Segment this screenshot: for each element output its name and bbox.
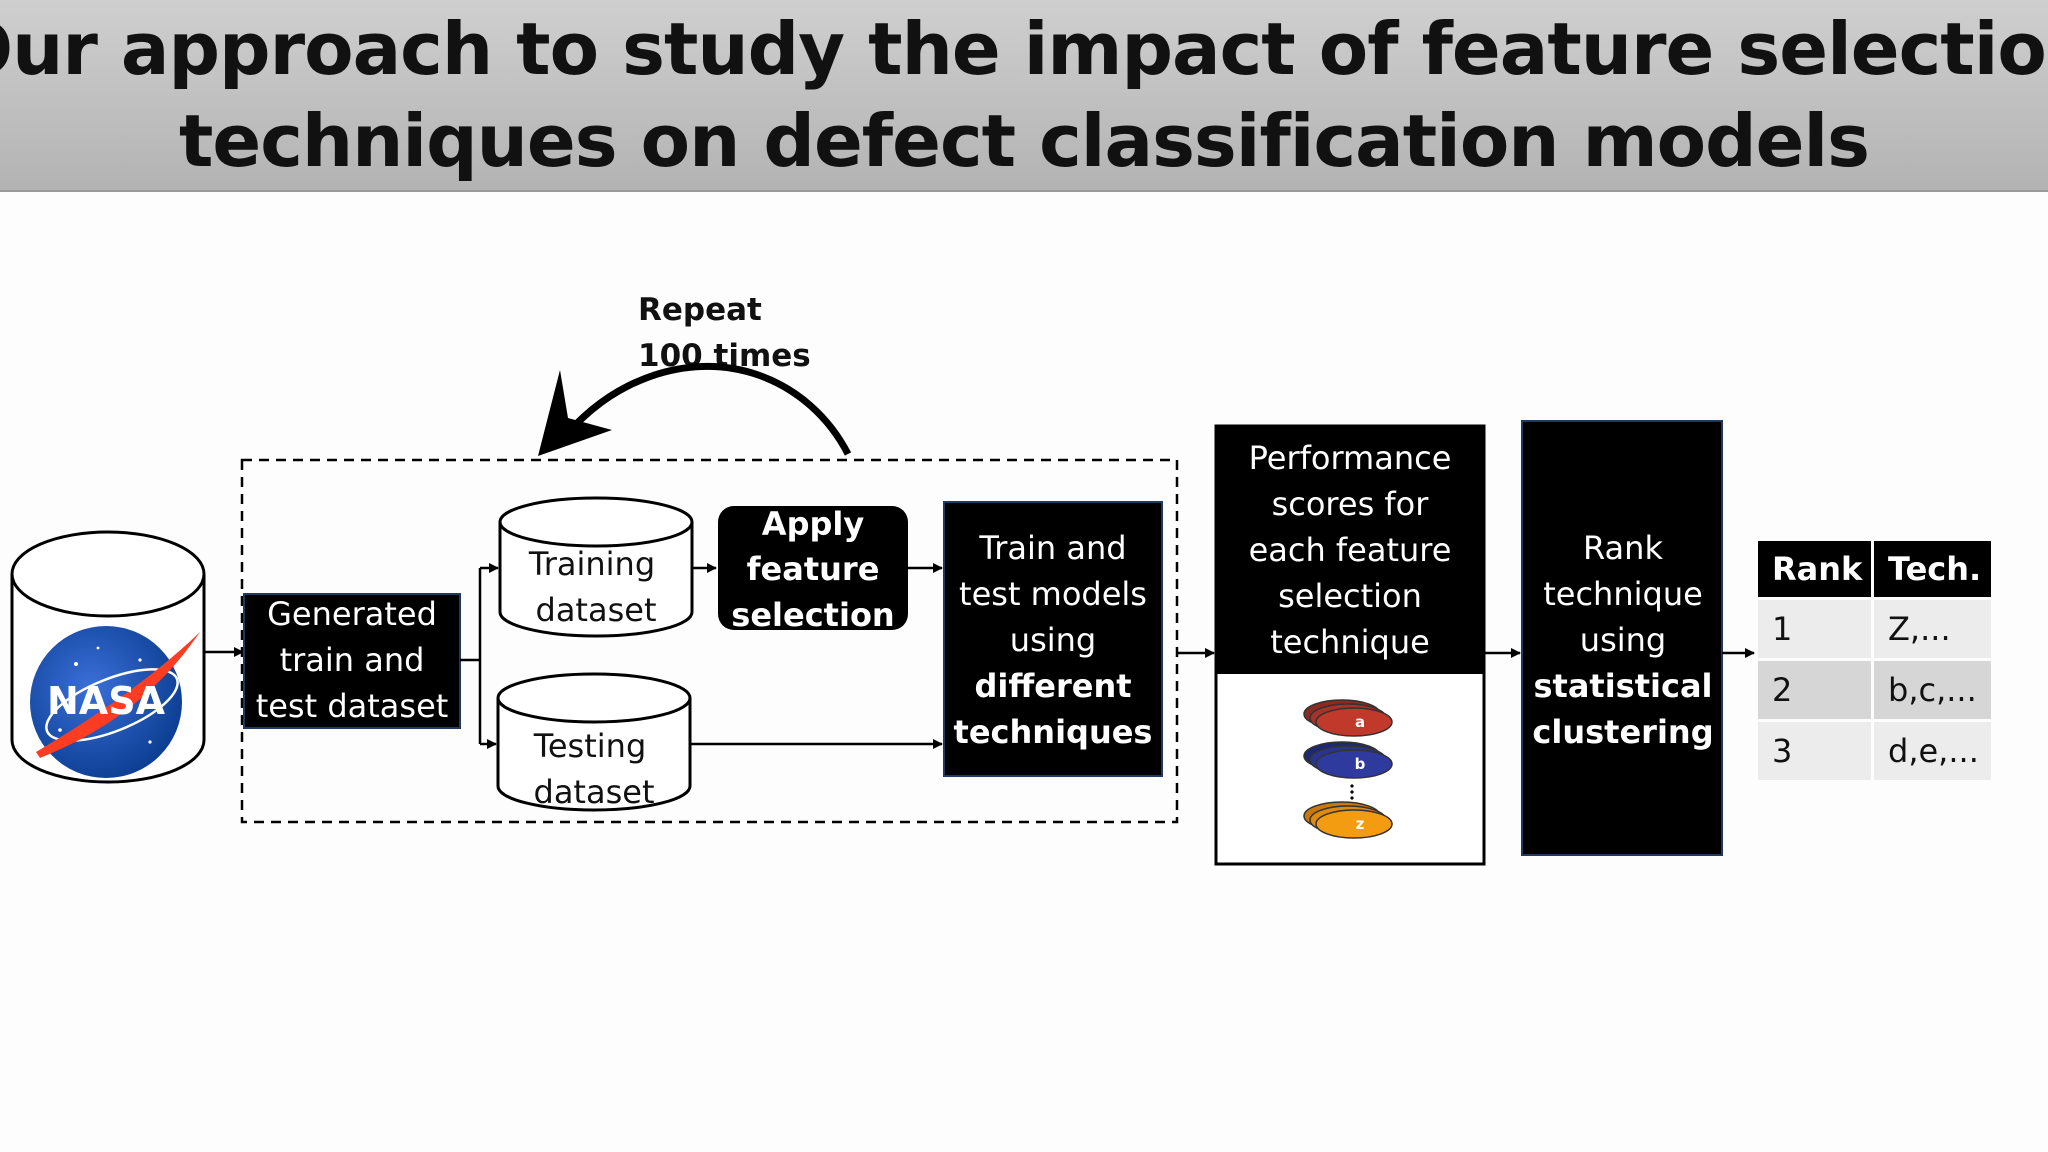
train-line-1: Train and	[978, 529, 1126, 567]
generated-dataset-box	[243, 593, 461, 729]
repeat-label-line-1: Repeat	[638, 292, 762, 328]
rank-cell: 1	[1758, 600, 1871, 658]
testing-line-1: Testing	[533, 727, 647, 765]
repeat-arrow	[538, 362, 852, 456]
train-bold-line-1: different	[974, 667, 1131, 705]
score-stack-ellipsis	[1350, 784, 1354, 800]
rank-table-header-row: Rank Tech.	[1758, 541, 1991, 597]
generated-line-2: train and	[280, 641, 425, 679]
training-dataset-cylinder	[498, 496, 694, 638]
generated-line-1: Generated	[267, 595, 437, 633]
rank-cell: 2	[1758, 661, 1871, 719]
testing-line-2: dataset	[534, 773, 655, 811]
score-stack-b-label: b	[1355, 755, 1366, 773]
generated-line-3: test dataset	[256, 687, 449, 725]
apply-line-1: Apply	[762, 505, 865, 543]
rank-cell: 3	[1758, 722, 1871, 780]
apply-line-2: feature	[747, 550, 880, 588]
score-stack-a: a	[1303, 699, 1393, 737]
table-row: 3 d,e,...	[1758, 722, 1991, 780]
testing-dataset-cylinder	[496, 672, 692, 812]
slide-title-line-2: techniques on defect classification mode…	[178, 99, 1870, 183]
score-stack-z: z	[1303, 801, 1393, 839]
performance-line-4: selection	[1278, 577, 1422, 615]
rank-technique-box	[1521, 420, 1723, 856]
training-line-1: Training	[528, 545, 655, 583]
rank-box-bold-line-1: statistical	[1533, 667, 1712, 705]
rank-box-line-2: technique	[1543, 575, 1703, 613]
title-bar: Our approach to study the impact of feat…	[0, 0, 2048, 192]
nasa-logo-text: NASA	[47, 679, 166, 723]
performance-line-2: scores for	[1272, 485, 1430, 523]
score-stack-b: b	[1303, 741, 1393, 779]
nasa-logo: NASA	[30, 626, 200, 778]
slide-title-line-1: Our approach to study the impact of feat…	[0, 7, 2048, 91]
score-stack-a-label: a	[1355, 713, 1365, 731]
tech-cell: d,e,...	[1874, 722, 1991, 780]
apply-feature-selection-box	[718, 506, 908, 630]
train-bold-line-2: techniques	[954, 713, 1153, 751]
performance-line-1: Performance	[1249, 439, 1452, 477]
repeat-region-border	[240, 458, 1179, 824]
performance-header	[1216, 426, 1484, 674]
train-line-3: using	[1010, 621, 1096, 659]
train-test-models-box	[943, 501, 1163, 777]
table-row: 1 Z,...	[1758, 600, 1991, 658]
training-line-2: dataset	[536, 591, 657, 629]
rank-box-line-1: Rank	[1583, 529, 1663, 567]
rank-table: Rank Tech. 1 Z,... 2 b,c,... 3 d,e,...	[1755, 538, 1994, 783]
score-stack-z-label: z	[1356, 815, 1365, 833]
apply-line-3: selection	[731, 596, 894, 634]
rank-column-header: Rank	[1758, 541, 1871, 597]
nasa-database-cylinder: NASA	[10, 530, 206, 784]
tech-cell: Z,...	[1874, 600, 1991, 658]
performance-line-3: each feature	[1249, 531, 1452, 569]
rank-box-line-3: using	[1580, 621, 1666, 659]
performance-line-5: technique	[1270, 623, 1430, 661]
split-connector	[460, 563, 499, 749]
train-line-2: test models	[959, 575, 1147, 613]
table-row: 2 b,c,...	[1758, 661, 1991, 719]
tech-cell: b,c,...	[1874, 661, 1991, 719]
rank-box-bold-line-2: clustering	[1532, 713, 1713, 751]
tech-column-header: Tech.	[1874, 541, 1991, 597]
